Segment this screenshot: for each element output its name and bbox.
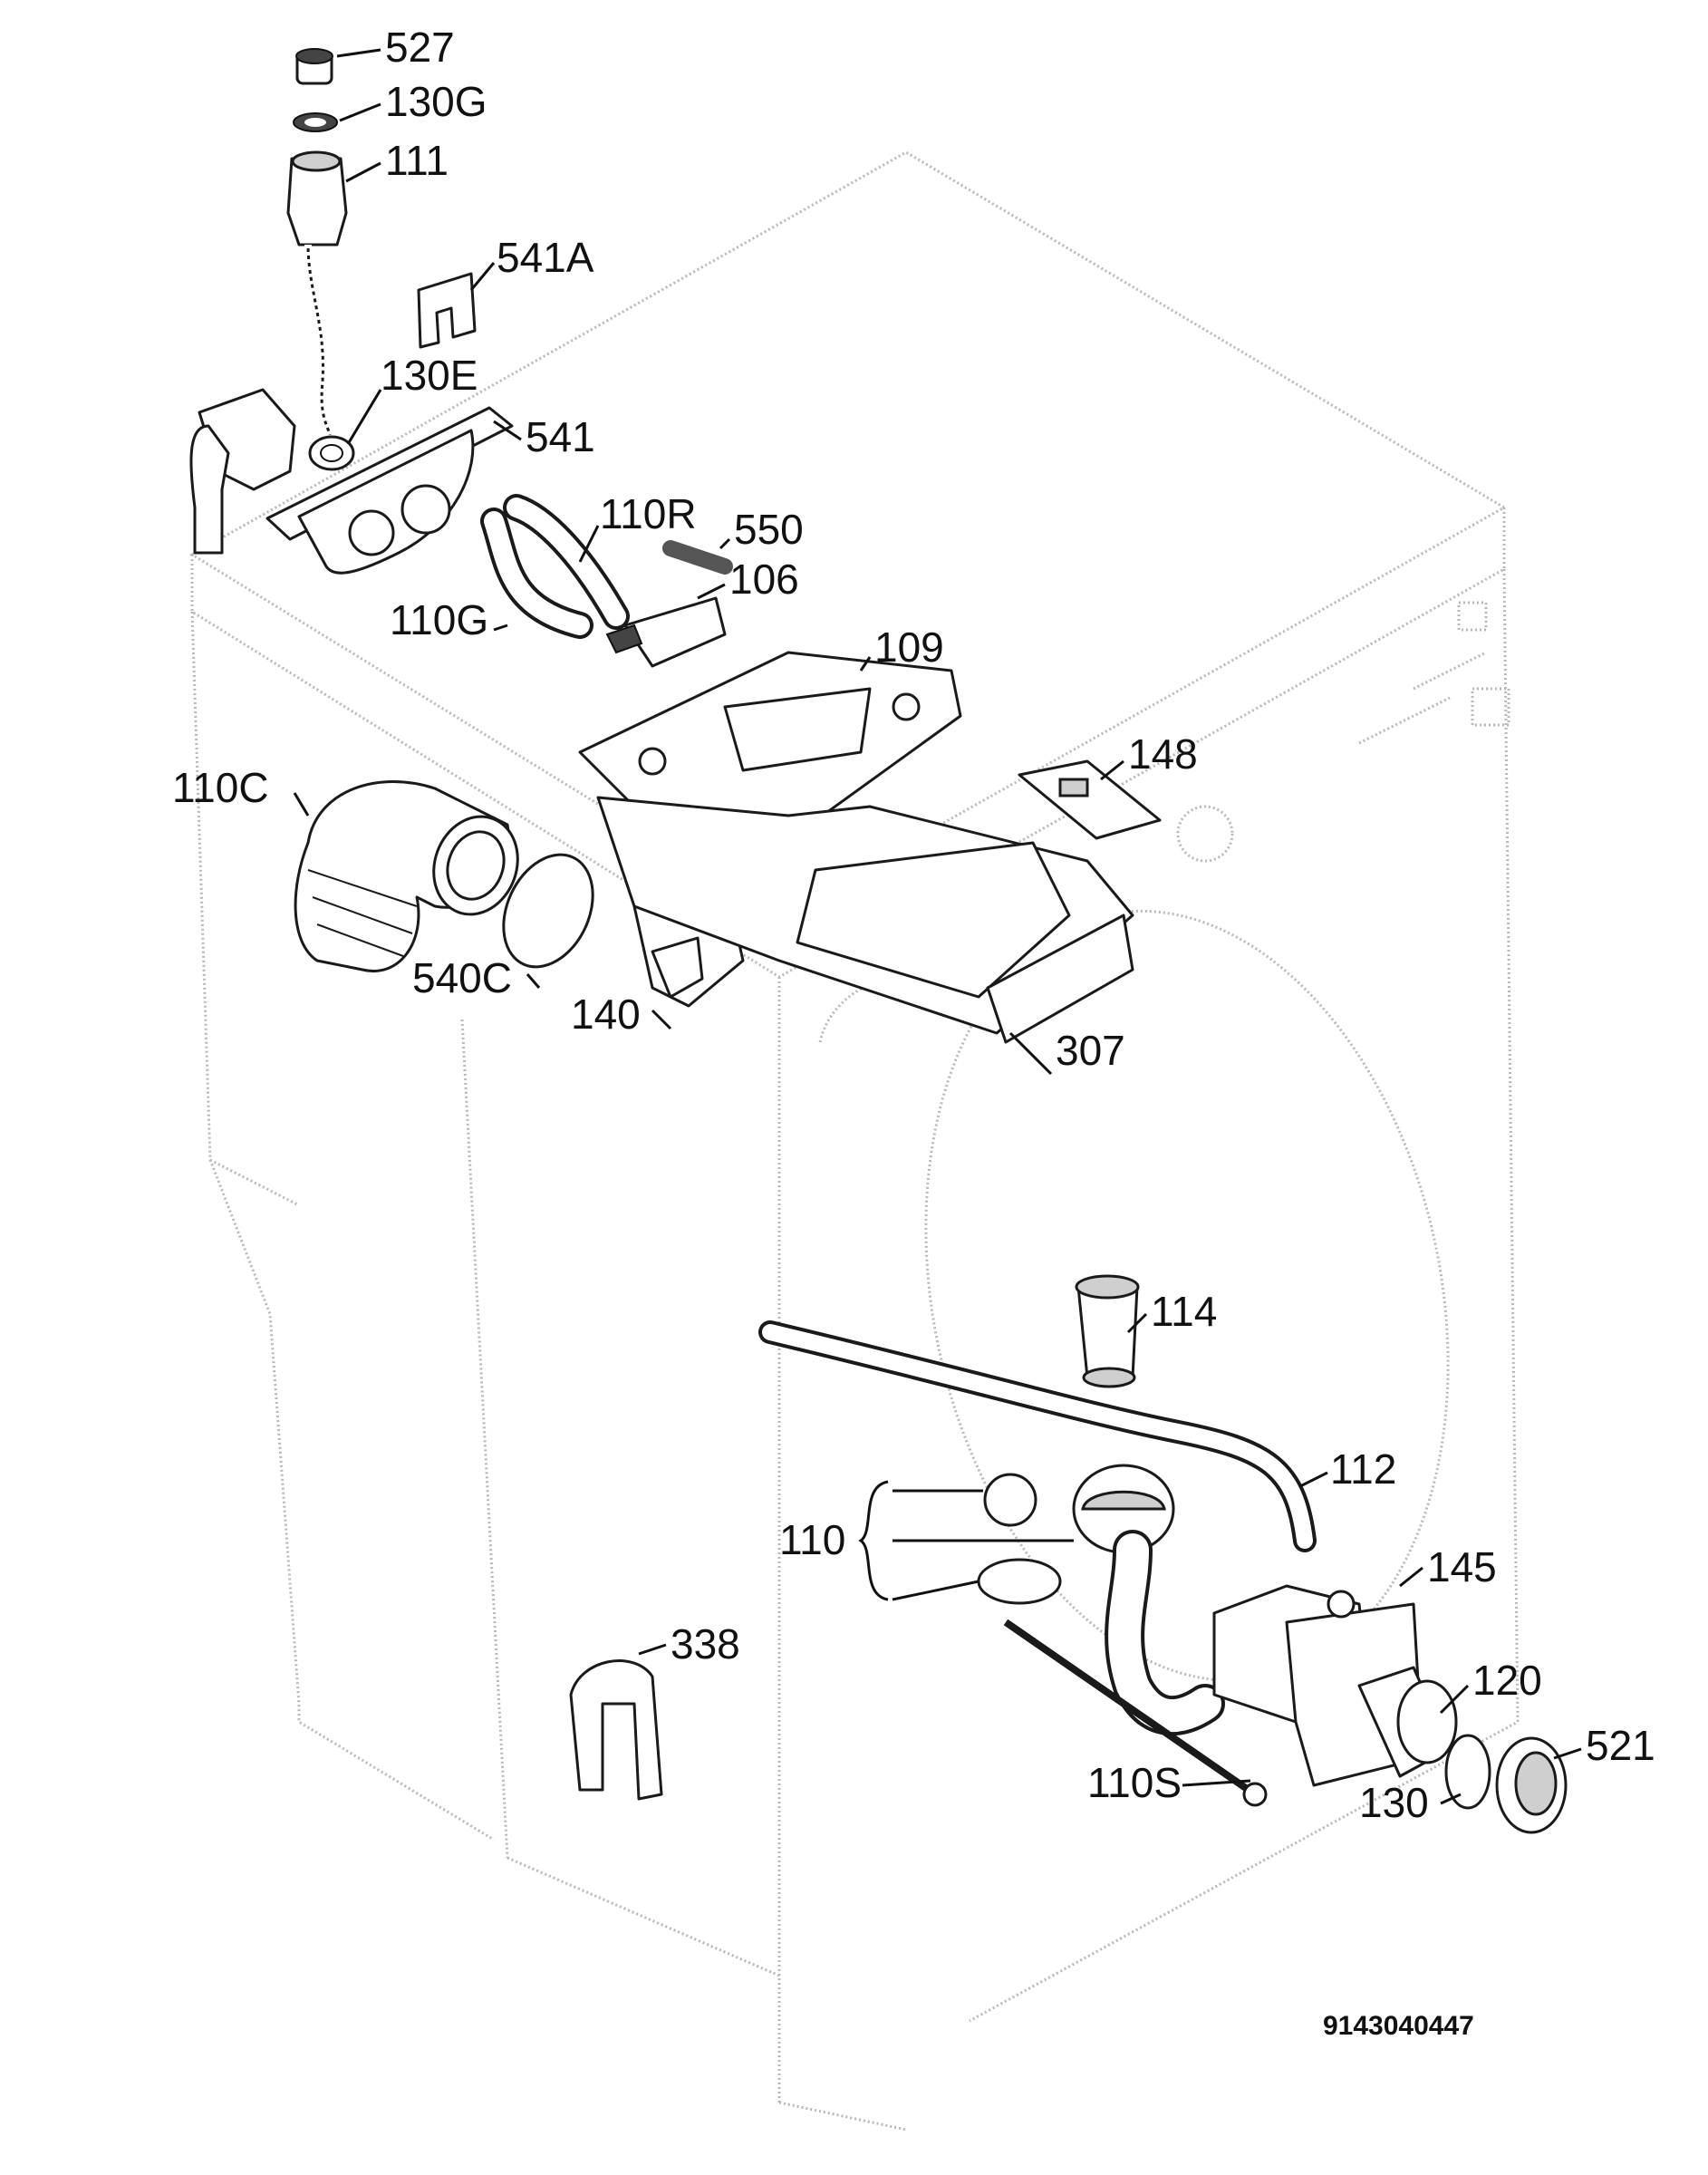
- label-145: 145: [1427, 1543, 1497, 1590]
- part-338: [569, 1659, 663, 1801]
- part-110-seal-group: [977, 1464, 1175, 1605]
- part-550: [662, 540, 733, 575]
- part-541A: [417, 272, 477, 349]
- part-540C: [502, 853, 594, 969]
- label-120: 120: [1472, 1657, 1542, 1704]
- part-521: [1495, 1736, 1568, 1834]
- label-110S: 110S: [1087, 1759, 1182, 1806]
- part-111: [286, 150, 348, 437]
- part-pump-hose: [1105, 1530, 1225, 1735]
- part-110C: [294, 780, 519, 972]
- label-541: 541: [526, 413, 595, 460]
- part-inlet-valve-fitting: [189, 388, 296, 555]
- label-130E: 130E: [381, 352, 478, 399]
- label-111: 111: [385, 137, 449, 184]
- label-109: 109: [874, 624, 944, 671]
- part-541: [265, 406, 514, 575]
- label-112: 112: [1330, 1445, 1396, 1493]
- label-307: 307: [1056, 1027, 1125, 1074]
- leader-lines: [293, 48, 1582, 1805]
- cabinet-outline: [189, 150, 1520, 2132]
- label-130: 130: [1359, 1779, 1429, 1826]
- label-521: 521: [1586, 1722, 1655, 1769]
- label-550: 550: [734, 506, 804, 553]
- label-540C: 540C: [412, 954, 512, 1001]
- label-110C: 110C: [172, 764, 269, 811]
- label-338: 338: [671, 1620, 740, 1668]
- label-140: 140: [571, 991, 641, 1038]
- part-148: [1018, 759, 1162, 840]
- label-148: 148: [1128, 730, 1198, 778]
- part-110R: [503, 494, 630, 630]
- label-110: 110: [779, 1516, 845, 1563]
- part-307: [596, 796, 1134, 1044]
- part-114: [1075, 1274, 1140, 1388]
- drawing-number: 9143040447: [1323, 2011, 1474, 2041]
- label-541A: 541A: [497, 234, 594, 281]
- part-106: [605, 596, 727, 668]
- label-130G: 130G: [385, 78, 487, 125]
- label-527: 527: [385, 24, 455, 71]
- label-114: 114: [1151, 1288, 1217, 1335]
- part-110G: [480, 508, 593, 639]
- part-130G: [293, 112, 338, 132]
- part-110S: [1003, 1619, 1268, 1807]
- label-110G: 110G: [390, 596, 488, 643]
- part-labels: 527 130G 111 541A 130E 541 110R 550 106 …: [172, 24, 1655, 1826]
- part-109: [578, 651, 962, 836]
- part-527: [295, 48, 333, 85]
- label-106: 106: [729, 556, 799, 603]
- part-130: [1444, 1734, 1491, 1810]
- label-110R: 110R: [600, 490, 697, 537]
- part-130E: [308, 435, 355, 471]
- part-112-drain-hose: [758, 1320, 1317, 1552]
